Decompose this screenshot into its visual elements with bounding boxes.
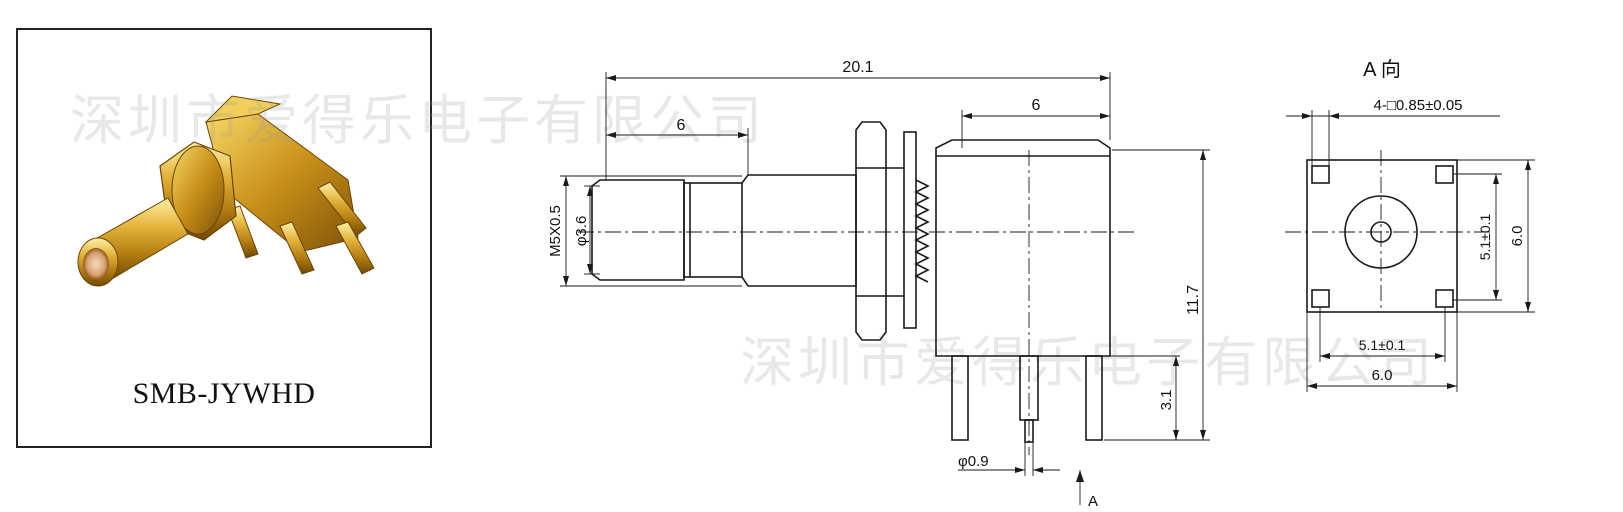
dim-pitch-horizontal: 5.1±0.1: [1359, 337, 1406, 353]
view-a-marker: A: [1088, 493, 1098, 510]
view-a-outline: [1306, 159, 1458, 313]
dim-width: 6.0: [1372, 367, 1393, 384]
dimension-arrows: [563, 75, 1206, 482]
dim-overall-height: 11.7: [1185, 285, 1202, 315]
view-a-arrows: [1302, 113, 1531, 389]
dim-plug-length: 6: [677, 117, 686, 134]
dim-pitch-vertical: 5.1±0.1: [1477, 213, 1493, 260]
dim-body-width: 6: [1032, 97, 1041, 114]
dim-leg-diameter: φ0.9: [958, 453, 989, 470]
dim-pin-diameter: φ3.6: [573, 216, 590, 247]
connector-photo: [77, 95, 375, 287]
dimension-lines: [560, 72, 1210, 505]
dim-overall-length: 20.1: [842, 59, 873, 76]
center-lines: [578, 150, 1490, 455]
view-a-dimensions: [1286, 110, 1535, 392]
side-view-outline: [591, 121, 1111, 443]
dim-square-pins: 4-□0.85±0.05: [1373, 97, 1462, 114]
dim-pin-length: 3.1: [1158, 390, 1175, 411]
dim-thread: M5X0.5: [547, 205, 564, 257]
product-photo-frame: SMB-JYWHD: [16, 28, 432, 448]
view-a-title: A 向: [1363, 58, 1401, 81]
model-label: SMB-JYWHD: [132, 377, 316, 410]
dim-height: 6.0: [1509, 226, 1526, 247]
